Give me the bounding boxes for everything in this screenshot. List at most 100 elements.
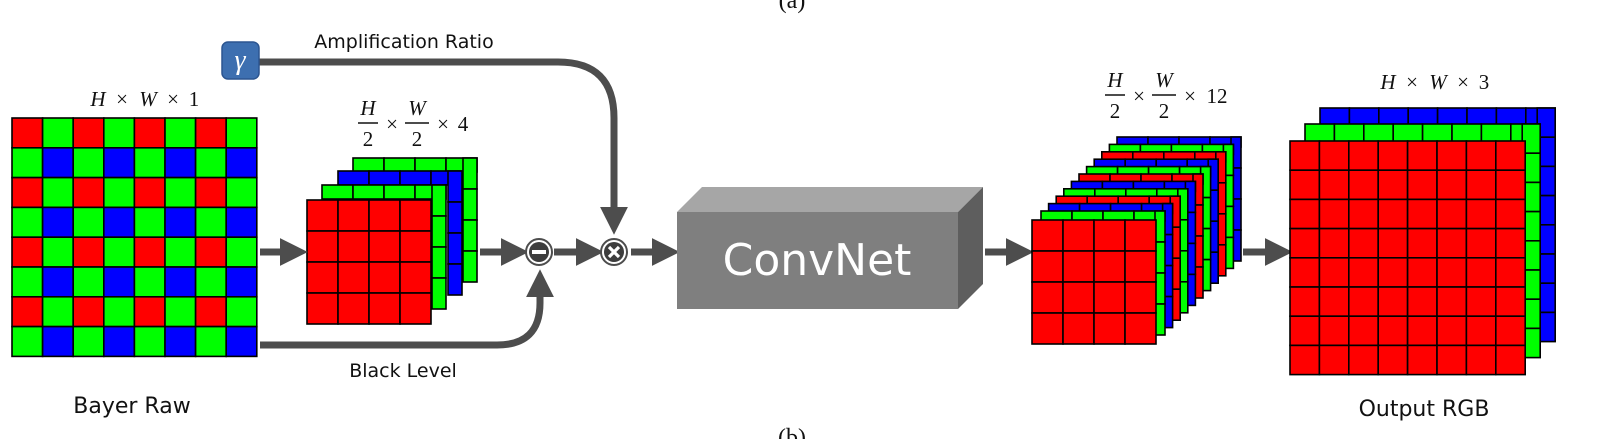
packed-front-cell xyxy=(306,261,339,294)
output-red-cell xyxy=(1406,256,1438,288)
packed-front-cell xyxy=(368,261,401,294)
output-red-cell xyxy=(1436,169,1468,201)
feature-dim-den2: 2 xyxy=(1159,99,1170,123)
packed-layer-2-side-cell xyxy=(431,215,447,248)
bayer-cell xyxy=(194,206,228,238)
packed-front-cell xyxy=(337,199,370,232)
output-red-cell xyxy=(1377,227,1409,259)
bayer-cell xyxy=(164,236,197,268)
output-red-cell xyxy=(1465,315,1497,347)
packed-layer-2-top-cell xyxy=(321,184,354,200)
bayer-cell xyxy=(225,325,258,358)
bayer-cell xyxy=(133,176,166,209)
convnet-top-face xyxy=(677,187,983,212)
bayer-cell xyxy=(103,176,136,209)
output-red-cell xyxy=(1348,227,1380,259)
packed-front-cell xyxy=(337,292,370,325)
output-green-top-cell xyxy=(1421,123,1453,143)
output-red-cell xyxy=(1289,140,1321,172)
packed-dim-den2: 2 xyxy=(412,127,423,151)
output-red-cell xyxy=(1406,227,1438,259)
feature-front-cell xyxy=(1124,281,1157,314)
bayer-cell xyxy=(194,325,228,358)
packed-layer-0-side-cell xyxy=(462,157,478,190)
packed-front-cell xyxy=(399,230,432,263)
feature-dim-num2: W xyxy=(1155,68,1175,92)
packed-layer-2-side-cell xyxy=(431,246,447,279)
packed-layer-1-side-cell xyxy=(447,232,463,265)
bayer-cell xyxy=(133,236,166,268)
feature-front-cell xyxy=(1124,312,1157,345)
packed-layer-2-side-cell xyxy=(431,277,447,310)
bayer-cell xyxy=(72,295,105,328)
output-red-cell xyxy=(1348,315,1380,347)
output-red-cell xyxy=(1377,256,1409,288)
packed-front-cell xyxy=(306,199,339,232)
packed-layer-2-top-cell xyxy=(352,184,385,200)
feature-dim-den1: 2 xyxy=(1110,99,1121,123)
gamma-box: γ xyxy=(221,41,260,80)
output-green-top-cell xyxy=(1451,123,1483,143)
output-red-cell xyxy=(1495,140,1527,172)
convnet-front-face xyxy=(677,212,958,309)
output-red-cell xyxy=(1436,315,1468,347)
output-red-cell xyxy=(1436,198,1468,230)
output-red-cell xyxy=(1465,140,1497,172)
output-red-cell xyxy=(1406,169,1438,201)
packed-front-cell xyxy=(399,292,432,325)
bottom-caption: (b) xyxy=(778,425,806,439)
bayer-cell xyxy=(164,176,197,209)
bayer-cell xyxy=(164,325,197,358)
bayer-cell xyxy=(72,325,105,358)
output-green-top-cell xyxy=(1392,123,1424,143)
arrow-black-level-path xyxy=(260,269,554,349)
output-dim-x1: × xyxy=(1406,70,1418,94)
bayer-dim-w: W xyxy=(139,87,159,111)
bayer-cell xyxy=(194,176,228,209)
feature-dim-x2: × xyxy=(1184,84,1196,108)
packed-dim-x1: × xyxy=(386,112,398,136)
output-red-cell xyxy=(1377,140,1409,172)
bayer-cell xyxy=(194,147,228,179)
bayer-cell xyxy=(72,236,105,268)
bayer-cell xyxy=(133,117,166,149)
bayer-cell xyxy=(225,117,258,149)
output-red-cell xyxy=(1436,344,1468,376)
packed-layer-0-top-cell xyxy=(383,157,416,173)
amplification-label: Amplification Ratio xyxy=(314,31,493,53)
output-dim-c: 3 xyxy=(1479,70,1490,94)
output-red-cell xyxy=(1318,344,1350,376)
bayer-cell xyxy=(103,325,136,358)
packed-dim-num1: H xyxy=(359,96,377,120)
output-red-cell xyxy=(1406,315,1438,347)
bayer-cell xyxy=(41,325,74,358)
output-red-cell xyxy=(1318,256,1350,288)
bayer-cell xyxy=(41,147,74,179)
packed-front-cell xyxy=(337,261,370,294)
bayer-cell xyxy=(133,295,166,328)
output-red-cell xyxy=(1465,227,1497,259)
packed-dim-num2: W xyxy=(408,96,428,120)
output-red-cell xyxy=(1289,227,1321,259)
gamma-symbol: γ xyxy=(234,45,246,76)
output-red-cell xyxy=(1436,140,1468,172)
output-red-cell xyxy=(1465,169,1497,201)
bayer-cell xyxy=(133,206,166,238)
bayer-cell xyxy=(133,266,166,298)
output-red-cell xyxy=(1318,169,1350,201)
packed-layer-1-top-cell xyxy=(337,170,370,186)
multiply-operator xyxy=(600,238,628,266)
bayer-cell xyxy=(103,295,136,328)
packed-layer-1-top-cell xyxy=(399,170,432,186)
convnet-block: ConvNet xyxy=(677,187,983,309)
bayer-cell xyxy=(41,266,74,298)
bayer-cell xyxy=(225,147,258,179)
output-red-cell xyxy=(1289,315,1321,347)
output-dims: H × W × 3 xyxy=(1379,70,1489,94)
bayer-raw-grid xyxy=(11,117,258,358)
output-red-cell xyxy=(1377,198,1409,230)
output-red-cell xyxy=(1495,198,1527,230)
feature-front-cell xyxy=(1093,219,1126,252)
output-red-cell xyxy=(1495,169,1527,201)
output-green-top-cell xyxy=(1480,123,1512,143)
